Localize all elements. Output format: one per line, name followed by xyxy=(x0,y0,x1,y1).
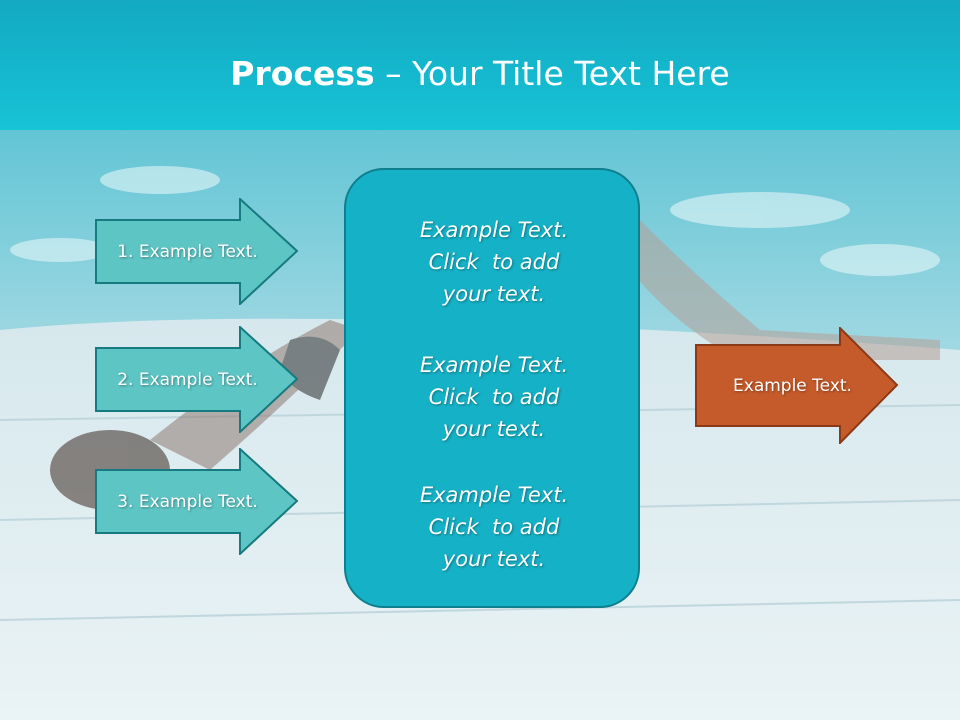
center-block-3-line-1: Example Text. xyxy=(419,483,569,507)
center-block-1-line-3: your text. xyxy=(442,282,546,306)
arrow-shape-icon xyxy=(95,448,298,555)
process-step-2-arrow[interactable]: 2. Example Text. xyxy=(95,326,298,433)
process-step-3-arrow[interactable]: 3. Example Text. xyxy=(95,448,298,555)
center-block-2-line-2: Click to add xyxy=(428,385,560,409)
header-band xyxy=(0,0,960,130)
center-block-3: Example Text. Click to add your text. xyxy=(346,479,642,575)
center-block-2-line-1: Example Text. xyxy=(419,353,569,377)
process-step-1-label: 1. Example Text. xyxy=(117,241,258,262)
center-text-box[interactable]: Example Text. Click to add your text. Ex… xyxy=(344,168,640,608)
arrow-shape-icon xyxy=(95,198,298,305)
page-title: Process – Your Title Text Here xyxy=(0,50,960,98)
result-arrow-label: Example Text. xyxy=(733,375,852,396)
process-step-1-arrow[interactable]: 1. Example Text. xyxy=(95,198,298,305)
center-block-3-line-2: Click to add xyxy=(428,515,560,539)
arrow-shape-icon xyxy=(695,327,899,444)
center-block-2: Example Text. Click to add your text. xyxy=(346,349,642,445)
process-step-3-label: 3. Example Text. xyxy=(117,491,258,512)
process-step-2-label: 2. Example Text. xyxy=(117,369,258,390)
center-block-2-line-3: your text. xyxy=(442,417,546,441)
title-bold: Process xyxy=(230,54,375,93)
center-block-1: Example Text. Click to add your text. xyxy=(346,214,642,310)
title-rest: – Your Title Text Here xyxy=(374,54,730,93)
center-block-3-line-3: your text. xyxy=(442,547,546,571)
center-block-1-line-2: Click to add xyxy=(428,250,560,274)
arrow-shape-icon xyxy=(95,326,298,433)
result-arrow[interactable]: Example Text. xyxy=(695,327,899,444)
center-block-1-line-1: Example Text. xyxy=(419,218,569,242)
